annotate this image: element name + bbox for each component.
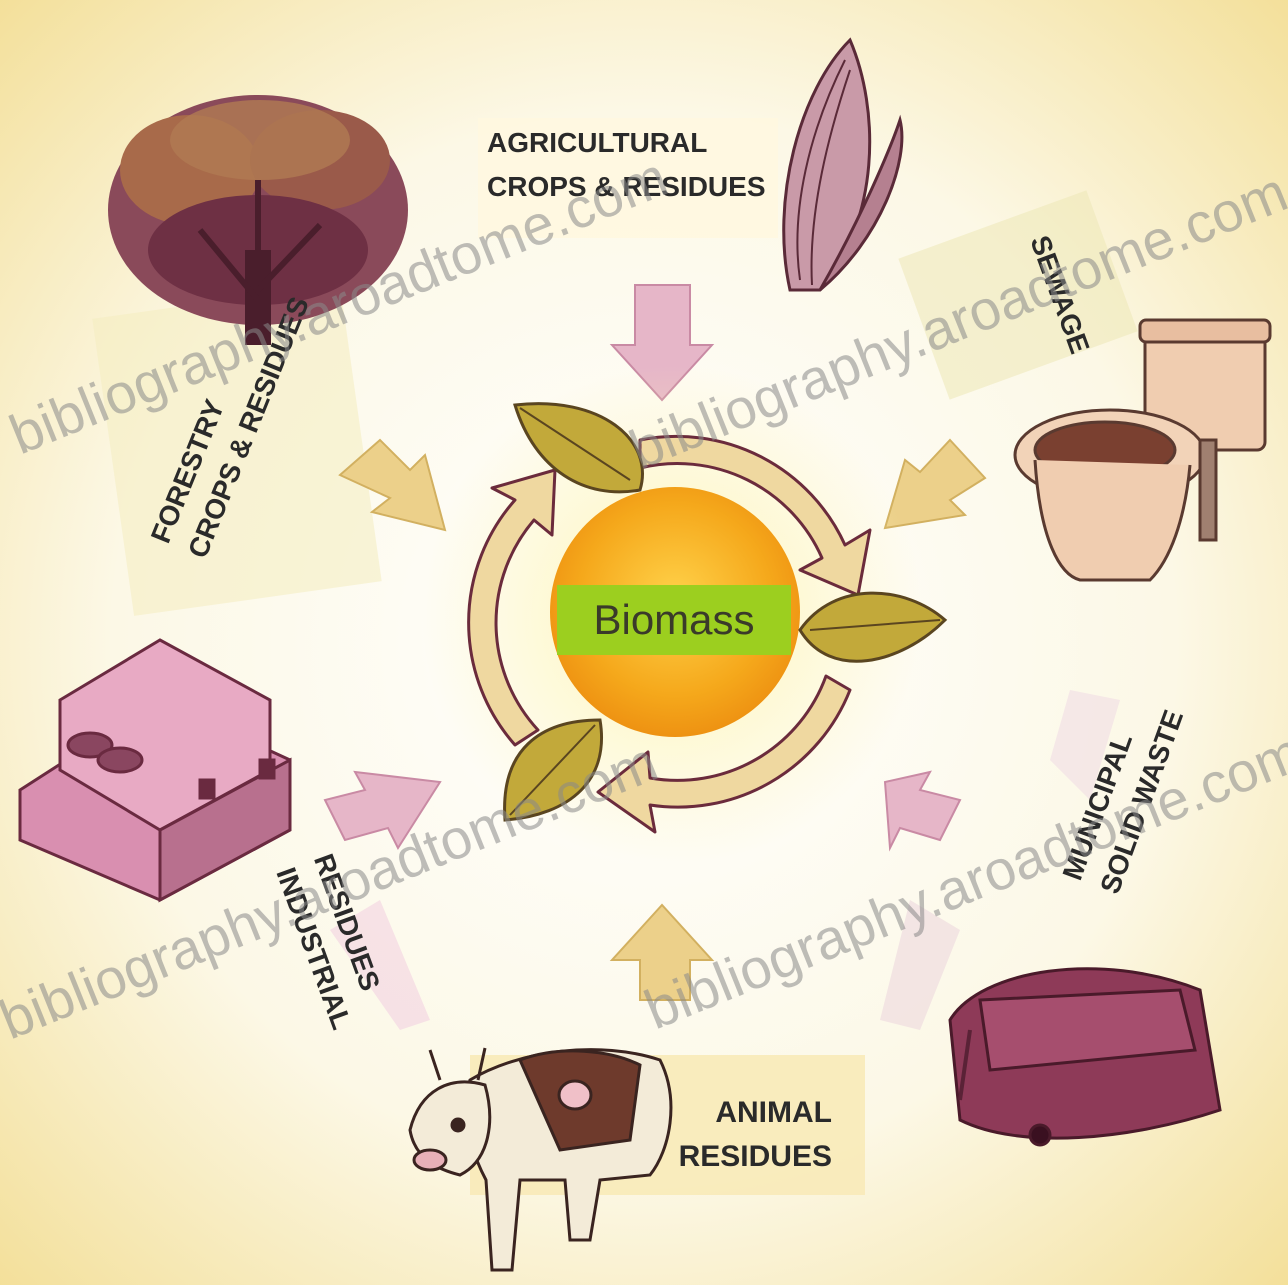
animal-label-line2: RESIDUES bbox=[679, 1140, 832, 1173]
garbage-truck-icon bbox=[950, 969, 1220, 1145]
animal-label-line1: ANIMAL bbox=[715, 1096, 832, 1129]
biomass-label: Biomass bbox=[593, 596, 754, 643]
agricultural-label-line1: AGRICULTURAL bbox=[487, 127, 707, 158]
